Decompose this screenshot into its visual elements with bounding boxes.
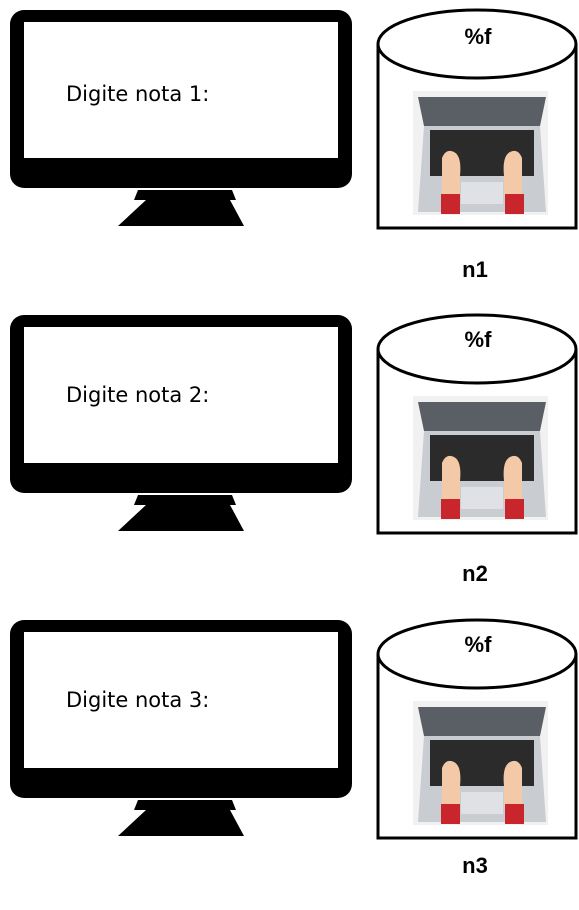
variable-label-1: n1 [462,257,488,282]
laptop-typing-icon [413,701,548,825]
format-specifier-3: %f [464,632,492,657]
laptop-typing-icon [413,396,548,520]
prompt-text-3: Digite nota 3: [66,688,210,712]
variable-label-2: n2 [462,561,488,586]
prompt-text-2: Digite nota 2: [66,383,210,407]
prompt-text-1: Digite nota 1: [66,82,210,106]
monitor-icon [10,10,352,226]
monitor-icon [10,620,352,836]
cylinder-storage-icon [376,313,578,535]
format-specifier-1: %f [464,24,492,49]
cylinder-storage-icon [376,8,578,230]
monitor-icon [10,315,352,531]
laptop-typing-icon [413,91,548,215]
variable-label-3: n3 [462,853,488,878]
step-row-1: Digite nota 1: %f n1 [0,0,579,300]
format-specifier-2: %f [464,327,492,352]
step-row-3: Digite nota 3: %f n3 [0,610,579,910]
step-row-2: Digite nota 2: %f n2 [0,305,579,605]
cylinder-storage-icon [376,618,578,840]
